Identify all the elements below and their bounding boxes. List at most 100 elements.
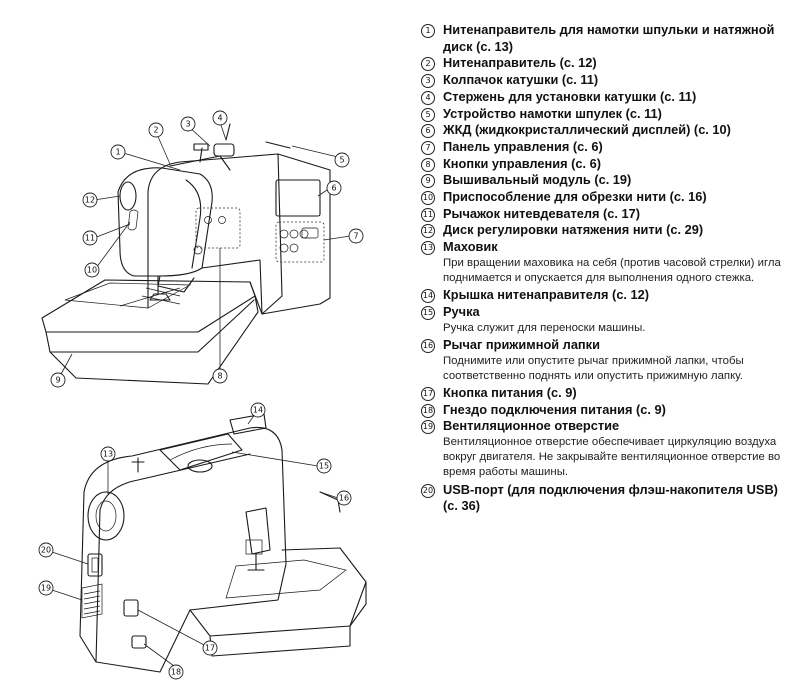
legend-item: 10 Приспособление для обрезки нити (с. 1… bbox=[421, 189, 791, 206]
legend-description: Поднимите или опустите рычаг прижимной л… bbox=[443, 354, 744, 382]
legend-number: 15 bbox=[421, 305, 435, 320]
legend-number: 1 bbox=[421, 24, 435, 38]
callout-11: 11 bbox=[82, 230, 98, 246]
legend-item: 13 Маховик При вращении маховика на себя… bbox=[421, 239, 791, 287]
callout-19: 19 bbox=[38, 580, 54, 596]
svg-text:20: 20 bbox=[41, 546, 51, 555]
legend-item: 3 Колпачок катушки (с. 11) bbox=[421, 72, 791, 89]
svg-text:13: 13 bbox=[103, 450, 113, 459]
svg-text:1: 1 bbox=[115, 148, 120, 157]
legend-number: 8 bbox=[421, 157, 435, 172]
legend-title: Панель управления (с. 6) bbox=[443, 138, 603, 154]
legend-title: Кнопки управления (с. 6) bbox=[443, 155, 601, 171]
legend-number: 16 bbox=[421, 338, 435, 353]
legend-title: Нитенаправитель для намотки шпульки и на… bbox=[443, 22, 775, 54]
callout-3: 3 bbox=[180, 116, 196, 132]
legend-item: 18 Гнездо подключения питания (с. 9) bbox=[421, 402, 791, 419]
callout-1: 1 bbox=[110, 144, 126, 160]
legend-title: Рычаг прижимной лапки bbox=[443, 336, 600, 352]
legend-item: 17 Кнопка питания (с. 9) bbox=[421, 385, 791, 402]
legend-title: USB-порт (для подключения флэш-накопител… bbox=[443, 481, 778, 514]
svg-text:6: 6 bbox=[331, 184, 336, 193]
legend-title: Нитенаправитель (с. 12) bbox=[443, 55, 597, 71]
callout-6: 6 bbox=[326, 180, 342, 196]
legend-number: 3 bbox=[421, 74, 435, 89]
legend-number: 9 bbox=[421, 174, 435, 189]
svg-text:9: 9 bbox=[55, 376, 60, 385]
svg-text:4: 4 bbox=[217, 114, 222, 123]
legend-description: Вентиляционное отверстие обеспечивает ци… bbox=[443, 436, 781, 479]
svg-text:5: 5 bbox=[339, 156, 344, 165]
machine-front-illustration: 1 2 3 4 5 6 7 8 9 10 11 12 bbox=[41, 110, 364, 388]
legend-item: 4 Стержень для установки катушки (с. 11) bbox=[421, 89, 791, 106]
legend-item: 16 Рычаг прижимной лапки Поднимите или о… bbox=[421, 337, 791, 385]
legend-number: 19 bbox=[421, 420, 435, 435]
legend-number: 2 bbox=[421, 57, 435, 72]
legend-title: ЖКД (жидкокристаллический дисплей) (с. 1… bbox=[443, 122, 731, 138]
legend-number: 20 bbox=[421, 483, 435, 498]
legend-item: 5 Устройство намотки шпулек (с. 11) bbox=[421, 106, 791, 123]
callout-15: 15 bbox=[316, 458, 332, 474]
legend-title: Ручка bbox=[443, 303, 480, 319]
legend-number: 5 bbox=[421, 107, 435, 122]
legend-item: 1 Нитенаправитель для намотки шпульки и … bbox=[421, 22, 791, 55]
svg-text:17: 17 bbox=[205, 644, 215, 653]
svg-text:18: 18 bbox=[171, 668, 181, 677]
legend-item: 7 Панель управления (с. 6) bbox=[421, 139, 791, 156]
legend-number: 14 bbox=[421, 289, 435, 304]
legend-description: При вращении маховика на себя (против ча… bbox=[443, 256, 781, 285]
legend-number: 11 bbox=[421, 207, 435, 222]
callout-18: 18 bbox=[168, 664, 184, 680]
legend-title: Крышка нитенаправителя (с. 12) bbox=[443, 287, 650, 303]
legend-number: 17 bbox=[421, 386, 435, 401]
legend-number: 6 bbox=[421, 124, 435, 139]
callout-7: 7 bbox=[348, 228, 364, 244]
svg-text:10: 10 bbox=[87, 266, 97, 275]
legend-number: 10 bbox=[421, 191, 435, 206]
callout-17: 17 bbox=[202, 640, 218, 656]
legend-number: 7 bbox=[421, 140, 435, 155]
callout-9: 9 bbox=[50, 372, 66, 388]
svg-text:14: 14 bbox=[253, 406, 263, 415]
legend-title: Рычажок нитевдевателя (с. 17) bbox=[443, 205, 640, 221]
legend-title: Кнопка питания (с. 9) bbox=[443, 384, 577, 400]
legend-item: 11 Рычажок нитевдевателя (с. 17) bbox=[421, 206, 791, 223]
callout-16: 16 bbox=[336, 490, 352, 506]
legend-item: 14 Крышка нитенаправителя (с. 12) bbox=[421, 287, 791, 304]
legend-number: 4 bbox=[421, 90, 435, 105]
svg-text:12: 12 bbox=[85, 196, 95, 205]
legend-description: Ручка служит для переноски машины. bbox=[443, 321, 646, 334]
legend-title: Вентиляционное отверстие bbox=[443, 418, 620, 434]
legend-item: 8 Кнопки управления (с. 6) bbox=[421, 156, 791, 173]
legend-title: Диск регулировки натяжения нити (с. 29) bbox=[443, 222, 704, 238]
svg-text:11: 11 bbox=[85, 234, 95, 243]
legend-title: Устройство намотки шпулек (с. 11) bbox=[443, 105, 662, 121]
legend-item: 2 Нитенаправитель (с. 12) bbox=[421, 55, 791, 72]
legend-number: 12 bbox=[421, 224, 435, 239]
legend-number: 18 bbox=[421, 403, 435, 418]
svg-text:19: 19 bbox=[41, 584, 51, 593]
legend-title: Стержень для установки катушки (с. 11) bbox=[443, 88, 697, 104]
legend-item: 19 Вентиляционное отверстие Вентиляционн… bbox=[421, 418, 791, 481]
callout-14: 14 bbox=[250, 402, 266, 418]
svg-text:8: 8 bbox=[217, 372, 222, 381]
callout-10: 10 bbox=[84, 262, 100, 278]
legend-item: 12 Диск регулировки натяжения нити (с. 2… bbox=[421, 222, 791, 239]
callout-5: 5 bbox=[334, 152, 350, 168]
callout-2: 2 bbox=[148, 122, 164, 138]
callout-8: 8 bbox=[212, 368, 228, 384]
callout-4: 4 bbox=[212, 110, 228, 126]
svg-text:15: 15 bbox=[319, 462, 329, 471]
callout-12: 12 bbox=[82, 192, 98, 208]
svg-text:2: 2 bbox=[153, 126, 158, 135]
legend-item: 9 Вышивальный модуль (с. 19) bbox=[421, 172, 791, 189]
machine-back-illustration: 13 14 15 16 17 18 19 20 bbox=[38, 402, 367, 680]
legend-title: Колпачок катушки (с. 11) bbox=[443, 72, 599, 88]
svg-text:7: 7 bbox=[353, 232, 358, 241]
callout-13: 13 bbox=[100, 446, 116, 462]
legend-title: Вышивальный модуль (с. 19) bbox=[443, 172, 632, 188]
legend-item: 15 Ручка Ручка служит для переноски маши… bbox=[421, 304, 791, 337]
svg-text:16: 16 bbox=[339, 494, 349, 503]
legend-number: 13 bbox=[421, 241, 435, 256]
legend-item: 20 USB-порт (для подключения флэш-накопи… bbox=[421, 482, 791, 515]
